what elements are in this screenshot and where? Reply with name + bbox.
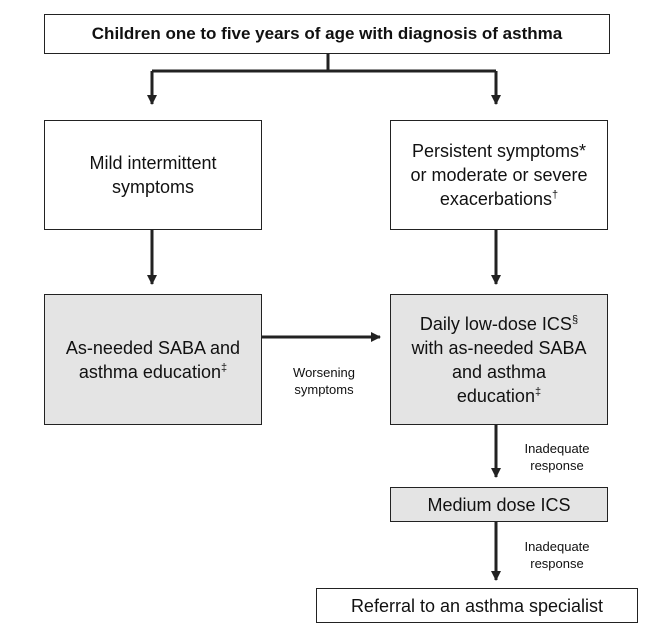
inadequate-response-label-1: Inadequate response [524,441,590,473]
daily-low-dose-ics-text: Daily low-dose ICS§ with as-needed SABA … [411,313,587,406]
mild-symptoms-box: Mild intermittent symptoms [44,120,262,230]
title-box: Children one to five years of age with d… [44,14,610,54]
title-to-branches-connector [152,54,496,73]
mild-symptoms-text: Mild intermittent symptoms [89,153,217,197]
double-dagger-mark: ‡ [534,385,542,398]
medium-dose-ics-text: Medium dose ICS [427,494,571,515]
section-mark: § [571,313,579,326]
daily-low-dose-ics-box: Daily low-dose ICS§ with as-needed SABA … [390,294,608,425]
referral-text: Referral to an asthma specialist [350,595,604,616]
medium-dose-ics-box: Medium dose ICS [390,487,608,522]
as-needed-saba-text: As-needed SABA and asthma education‡ [65,337,241,382]
as-needed-saba-box: As-needed SABA and asthma education‡ [44,294,262,425]
referral-box: Referral to an asthma specialist [316,588,638,623]
persistent-symptoms-text: Persistent symptoms* or moderate or seve… [410,141,588,209]
persistent-symptoms-box: Persistent symptoms* or moderate or seve… [390,120,608,230]
double-dagger-mark: ‡ [220,361,228,374]
dagger-mark: † [551,189,559,201]
inadequate-response-label-2: Inadequate response [524,539,590,571]
title-text: Children one to five years of age with d… [91,24,563,43]
worsening-symptoms-label: Worsening symptoms [293,365,355,397]
